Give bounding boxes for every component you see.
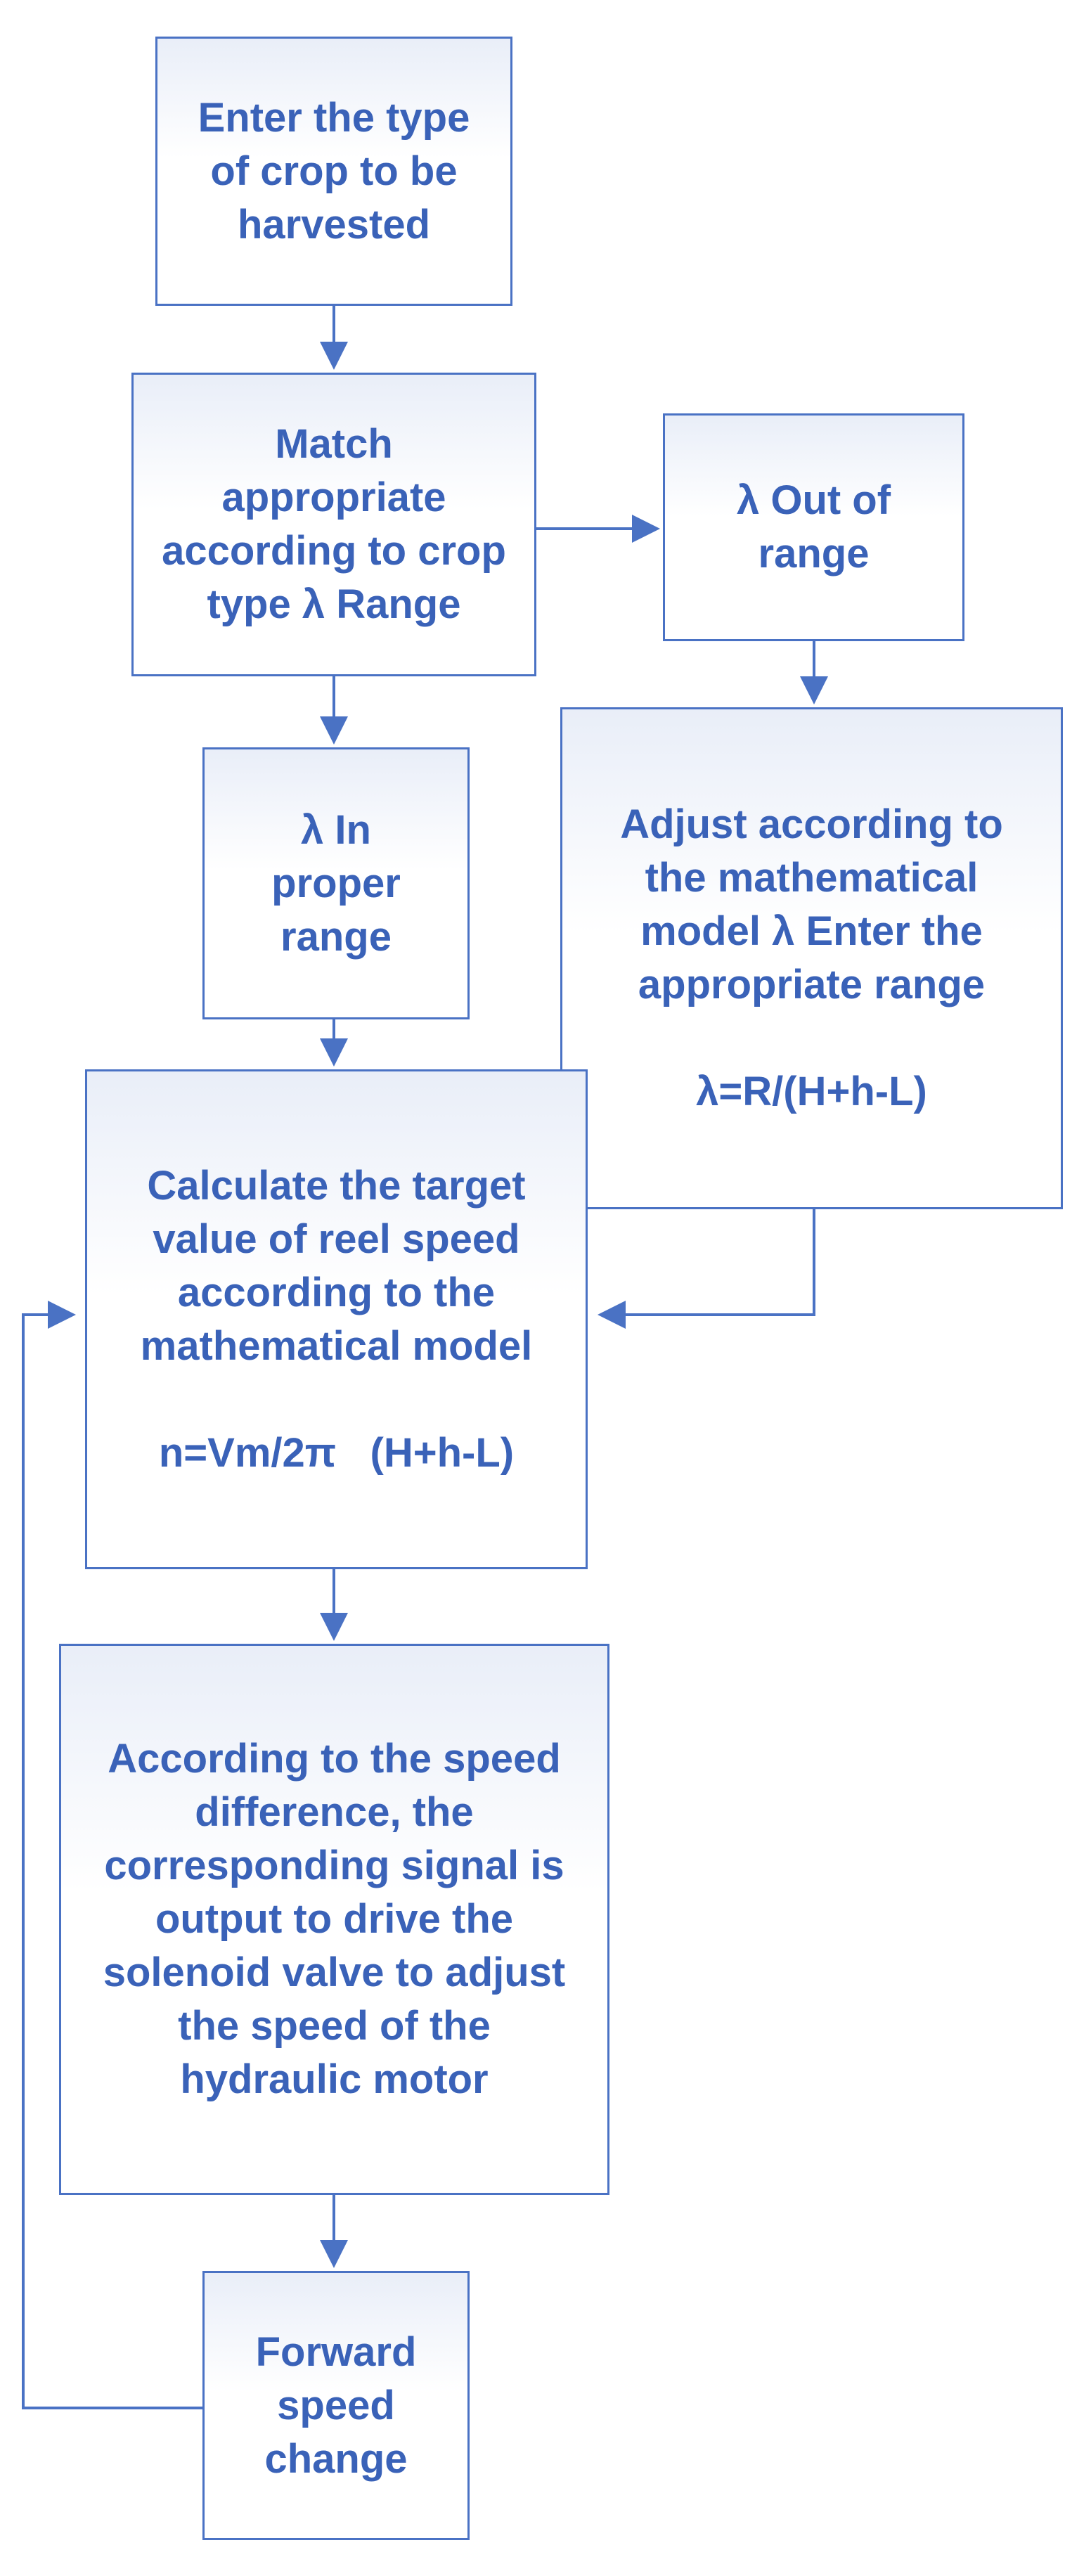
node-calculate-reel-speed-text: Calculate the target value of reel speed…	[140, 1162, 533, 1369]
node-lambda-in-range: λ In proper range	[202, 747, 470, 1019]
node-enter-crop-type: Enter the type of crop to be harvested	[155, 37, 512, 306]
arrow-adjust-to-calc	[598, 1209, 815, 1329]
node-lambda-out-of-range: λ Out of range	[663, 413, 964, 641]
node-match-lambda-range: Match appropriate according to crop type…	[131, 373, 536, 676]
node-adjust-lambda-model-formula: λ=R/(H+h-L)	[696, 1069, 927, 1114]
node-lambda-out-of-range-text: λ Out of range	[736, 477, 891, 577]
node-forward-speed-change: Forward speed change	[202, 2271, 470, 2540]
node-forward-speed-change-text: Forward speed change	[255, 2329, 417, 2482]
node-drive-solenoid-valve: According to the speed difference, the c…	[59, 1644, 609, 2195]
node-drive-solenoid-valve-text: According to the speed difference, the c…	[103, 1736, 566, 2102]
node-calculate-reel-speed-formula: n=Vm/2π (H+h-L)	[158, 1429, 515, 1476]
arrow-forward-feedback-to-calc	[22, 1301, 204, 2409]
node-adjust-lambda-model-text: Adjust according to the mathematical mod…	[620, 801, 1003, 1007]
node-adjust-lambda-model: Adjust according to the mathematical mod…	[560, 707, 1063, 1209]
node-enter-crop-type-text: Enter the type of crop to be harvested	[198, 94, 470, 247]
node-calculate-reel-speed: Calculate the target value of reel speed…	[85, 1069, 588, 1569]
node-lambda-in-range-text: λ In proper range	[271, 806, 401, 960]
node-match-lambda-range-text: Match appropriate according to crop type…	[162, 421, 506, 627]
